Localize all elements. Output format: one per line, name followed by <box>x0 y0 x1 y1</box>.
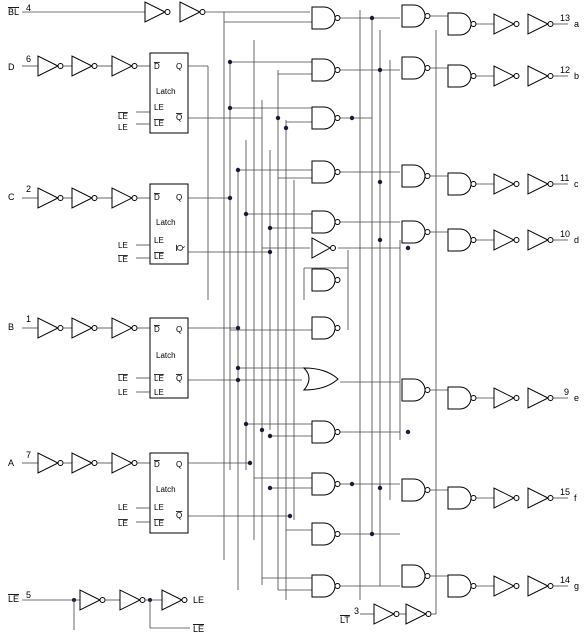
svg-text:LE: LE <box>118 123 128 132</box>
svg-text:Latch: Latch <box>156 87 176 96</box>
svg-text:12: 12 <box>560 65 570 75</box>
svg-text:Q: Q <box>176 374 182 383</box>
svg-text:7: 7 <box>26 450 31 460</box>
svg-text:g: g <box>574 581 579 591</box>
b-input-buffers <box>22 317 150 339</box>
latch-c: D Q Latch LE LE Q LE LE <box>118 183 189 265</box>
svg-text:A: A <box>8 458 14 468</box>
svg-text:BL: BL <box>8 7 19 17</box>
svg-text:LE: LE <box>154 236 164 245</box>
svg-text:6: 6 <box>26 54 31 64</box>
svg-text:Q: Q <box>176 460 182 469</box>
svg-text:LE: LE <box>193 624 204 634</box>
or-gate <box>302 367 339 391</box>
input-bl: BL 4 <box>8 3 31 17</box>
svg-text:D: D <box>154 460 160 469</box>
nand-column-2 <box>401 4 431 588</box>
svg-text:2: 2 <box>26 184 31 194</box>
output-f: 15 f <box>560 487 577 503</box>
a-input-buffers <box>22 452 150 474</box>
svg-text:Q: Q <box>176 511 182 520</box>
svg-text:Q: Q <box>176 193 182 202</box>
svg-text:LE: LE <box>154 252 164 261</box>
output-e: 9 e <box>564 387 579 403</box>
le-buffers: LE LE <box>22 589 204 634</box>
svg-text:LE: LE <box>154 119 164 128</box>
output-b: 12 b <box>560 65 579 81</box>
svg-text:1: 1 <box>26 314 31 324</box>
input-lt: LT 3 <box>340 606 359 625</box>
output-d: 10 d <box>560 229 579 245</box>
input-a: A 7 <box>8 450 31 468</box>
svg-text:LE: LE <box>8 594 19 604</box>
input-c: C 2 <box>8 184 31 202</box>
lt-buffers <box>360 30 437 625</box>
svg-text:LE: LE <box>154 519 164 528</box>
svg-text:LE: LE <box>118 112 128 121</box>
svg-text:d: d <box>574 235 579 245</box>
svg-text:LE: LE <box>118 388 128 397</box>
d-input-buffers <box>22 55 150 77</box>
svg-text:D: D <box>154 62 160 71</box>
latch-d: D Q Latch LE LE Q LE LE <box>118 52 189 134</box>
input-le: LE 5 <box>8 590 31 604</box>
svg-text:D: D <box>8 62 15 72</box>
svg-text:LE: LE <box>118 241 128 250</box>
svg-text:D: D <box>154 325 160 334</box>
svg-text:Q: Q <box>176 245 185 251</box>
svg-text:B: B <box>8 322 14 332</box>
svg-text:LE: LE <box>193 595 204 605</box>
svg-text:D: D <box>154 193 160 202</box>
svg-text:Q: Q <box>176 62 182 71</box>
svg-text:10: 10 <box>560 229 570 239</box>
latch-b: D Q Latch LE LE Q LE LE <box>118 317 189 399</box>
svg-text:11: 11 <box>560 173 569 183</box>
output-stages <box>430 12 568 598</box>
latch-a: D Q Latch LE LE Q LE LE <box>118 452 189 534</box>
svg-text:Latch: Latch <box>156 351 176 360</box>
input-d: D 6 <box>8 54 31 72</box>
svg-text:3: 3 <box>354 606 359 616</box>
svg-text:LE: LE <box>118 519 128 528</box>
svg-text:LE: LE <box>118 255 128 264</box>
inverter-d <box>311 237 336 259</box>
svg-text:5: 5 <box>26 590 31 600</box>
c-input-buffers <box>22 187 150 209</box>
svg-text:4: 4 <box>26 3 31 13</box>
svg-text:LE: LE <box>118 374 128 383</box>
output-a: 13 a <box>560 13 579 29</box>
nand-column-1 <box>311 6 341 598</box>
bl-buffers <box>22 1 310 23</box>
svg-text:Q: Q <box>176 113 182 122</box>
svg-text:13: 13 <box>560 13 570 23</box>
svg-text:Latch: Latch <box>156 218 176 227</box>
svg-text:C: C <box>8 192 15 202</box>
svg-text:c: c <box>574 179 579 189</box>
svg-text:Q: Q <box>176 325 182 334</box>
junction-dots <box>227 15 411 537</box>
svg-text:LE: LE <box>154 503 164 512</box>
output-g: 14 g <box>560 575 579 591</box>
svg-text:LE: LE <box>154 103 164 112</box>
svg-text:15: 15 <box>560 487 570 497</box>
svg-text:Latch: Latch <box>156 485 176 494</box>
wiring-bus <box>188 10 401 600</box>
svg-text:e: e <box>574 393 579 403</box>
svg-text:14: 14 <box>560 575 570 585</box>
svg-text:f: f <box>574 493 577 503</box>
svg-text:LT: LT <box>340 615 350 625</box>
svg-text:LE: LE <box>154 374 164 383</box>
svg-text:b: b <box>574 71 579 81</box>
svg-text:9: 9 <box>564 387 569 397</box>
input-b: B 1 <box>8 314 31 332</box>
svg-text:LE: LE <box>118 503 128 512</box>
svg-text:a: a <box>574 19 579 29</box>
svg-text:LE: LE <box>154 388 164 397</box>
output-c: 11 c <box>560 173 579 189</box>
